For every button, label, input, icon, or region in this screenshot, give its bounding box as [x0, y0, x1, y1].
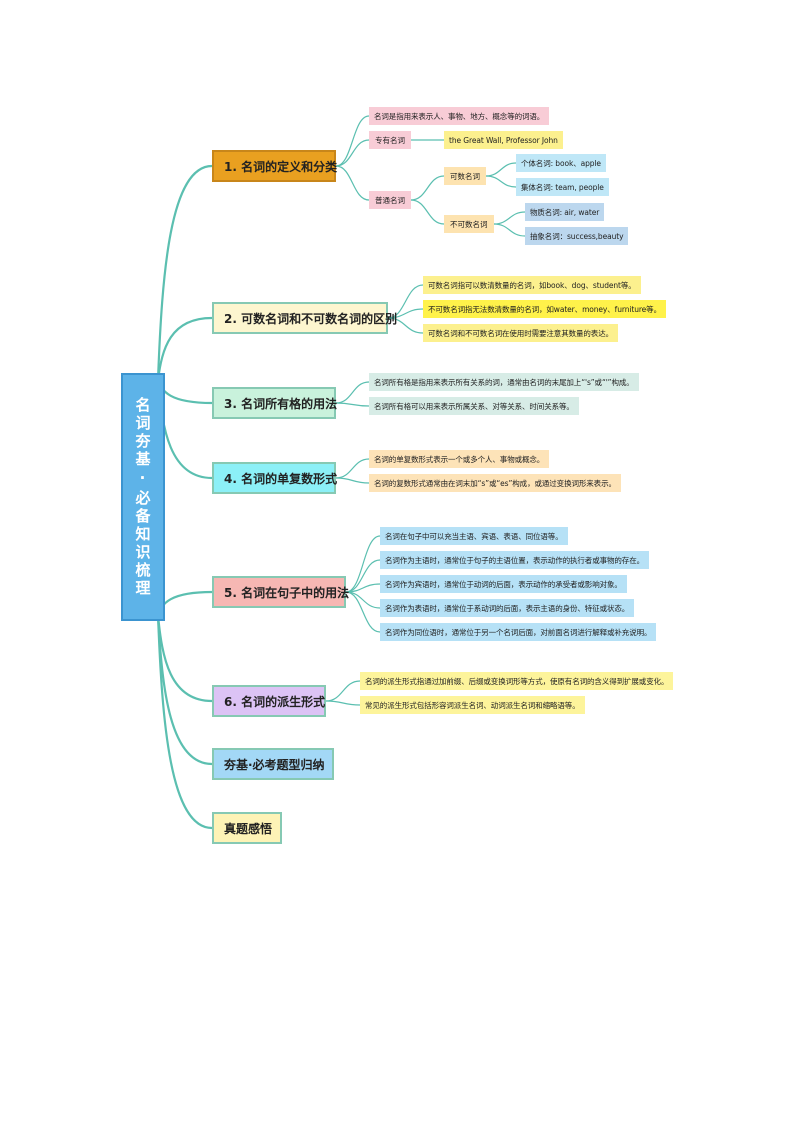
proper-noun-example[interactable]: the Great Wall, Professor John [444, 131, 563, 149]
abstract-noun-leaf[interactable]: 抽象名词：success,beauty [525, 227, 629, 245]
connector-root-m5 [156, 590, 213, 616]
connector-root-m3 [156, 379, 213, 405]
root-title: 名词夯基·必备知识梳理 [133, 396, 152, 598]
branch-singular-plural[interactable]: 4. 名词的单复数形式 [212, 462, 337, 494]
connector-root-m2 [156, 316, 213, 381]
predicative-usage-leaf[interactable]: 名词作为表语时，通常位于系动词的后面，表示主语的身份、特征或状态。 [380, 599, 635, 617]
derivation-types-leaf[interactable]: 常见的派生形式包括形容词派生名词、动词派生名词和缩略语等。 [360, 696, 585, 714]
connector-m5-s5d [345, 591, 381, 609]
branch-countable-uncountable[interactable]: 2. 可数名词和不可数名词的区别 [212, 302, 397, 334]
common-noun-node[interactable]: 普通名词 [369, 191, 411, 209]
connector-s1cnt-s1ind [485, 162, 517, 177]
connector-m1-s1def [335, 115, 370, 167]
connector-s1unc-s1mat [493, 211, 526, 225]
connector-s1com-s1cnt [410, 175, 445, 201]
connector-m3-s3b [335, 402, 370, 407]
possessive-usage-leaf[interactable]: 名词所有格可以用来表示所属关系、对等关系、时间关系等。 [369, 397, 579, 415]
branch-definition-classification[interactable]: 1. 名词的定义和分类 [212, 150, 337, 182]
connector-s1unc-s1abs [493, 223, 526, 237]
connector-m3-s3a [335, 381, 370, 404]
uncountable-definition-leaf[interactable]: 不可数名词指无法数清数量的名词，如water、money、furniture等。 [423, 300, 666, 318]
countable-noun-node[interactable]: 可数名词 [444, 167, 486, 185]
connector-m5-s5e [345, 591, 381, 633]
connector-root-m8 [156, 614, 213, 830]
countable-definition-leaf[interactable]: 可数名词指可以数清数量的名词，如book、dog、student等。 [423, 276, 641, 294]
branch-possessive[interactable]: 3. 名词所有格的用法 [212, 387, 337, 419]
connector-m5-s5b [345, 559, 381, 593]
connector-m2-s2a [387, 284, 424, 319]
branch-exam-types[interactable]: 夯基·必考题型归纳 [212, 748, 334, 780]
connector-m1-s1com [335, 165, 370, 201]
branch-sentence-usage[interactable]: 5. 名词在句子中的用法 [212, 576, 349, 608]
definition-leaf[interactable]: 名词是指用来表示人、事物、地方、概念等的词语。 [369, 107, 550, 125]
connector-m4-s4a [335, 458, 370, 479]
proper-noun-node[interactable]: 专有名词 [369, 131, 411, 149]
derivation-definition-leaf[interactable]: 名词的派生形式指通过加前缀、后缀或变换词形等方式，使原有名词的含义得到扩展或变化… [360, 672, 674, 690]
sentence-roles-leaf[interactable]: 名词在句子中可以充当主语、宾语、表语、同位语等。 [380, 527, 568, 545]
plural-formation-leaf[interactable]: 名词的复数形式通常由在词末加“s”或“es”构成，或通过变换词形来表示。 [369, 474, 621, 492]
material-noun-leaf[interactable]: 物质名词: air, water [525, 203, 605, 221]
connector-m6-s6b [325, 700, 361, 706]
connector-root-m6 [156, 614, 213, 703]
possessive-definition-leaf[interactable]: 名词所有格是指用来表示所有关系的词，通常由名词的末尾加上“'s”或“'”构成。 [369, 373, 639, 391]
quantity-note-leaf[interactable]: 可数名词和不可数名词在使用时需要注意其数量的表达。 [423, 324, 618, 342]
connector-m1-s1prop [335, 139, 370, 167]
connector-m5-s5a [345, 535, 381, 593]
connector-s1cnt-s1col [485, 175, 517, 188]
uncountable-noun-node[interactable]: 不可数名词 [444, 215, 494, 233]
connector-root-m1 [156, 164, 213, 381]
appositive-usage-leaf[interactable]: 名词作为同位语时，通常位于另一个名词后面，对前面名词进行解释或补充说明。 [380, 623, 657, 641]
connector-m6-s6a [325, 680, 361, 702]
connector-m4-s4b [335, 477, 370, 484]
subject-usage-leaf[interactable]: 名词作为主语时，通常位于句子的主语位置，表示动作的执行者或事物的存在。 [380, 551, 649, 569]
object-usage-leaf[interactable]: 名词作为宾语时，通常位于动词的后面，表示动作的承受者或影响对象。 [380, 575, 627, 593]
connector-root-m4 [156, 379, 213, 480]
individual-noun-leaf[interactable]: 个体名词: book、apple [516, 154, 606, 172]
branch-real-questions[interactable]: 真题感悟 [212, 812, 282, 844]
connector-root-m7 [156, 614, 213, 766]
connector-s1com-s1unc [410, 199, 445, 225]
root-topic[interactable]: 名词夯基·必备知识梳理 [121, 373, 165, 621]
collective-noun-leaf[interactable]: 集体名词: team, people [516, 178, 609, 196]
branch-derivation[interactable]: 6. 名词的派生形式 [212, 685, 326, 717]
connector-m2-s2c [387, 317, 424, 334]
number-definition-leaf[interactable]: 名词的单复数形式表示一个或多个人、事物或概念。 [369, 450, 550, 468]
